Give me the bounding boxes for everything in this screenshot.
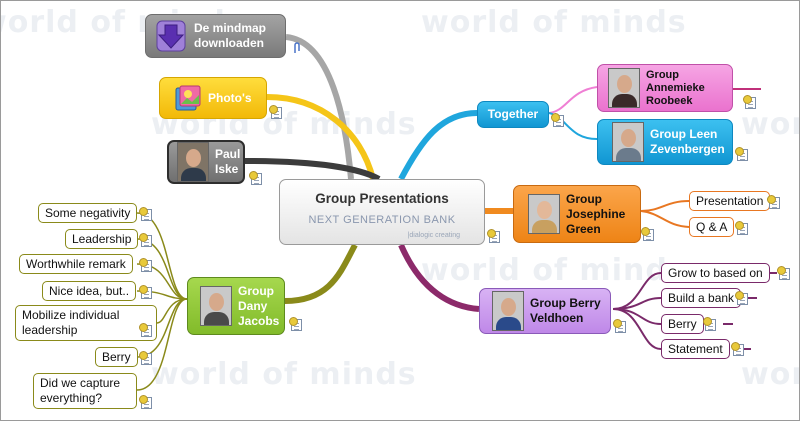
note-icon[interactable]	[743, 95, 756, 109]
photos-label: Photo's	[208, 90, 252, 105]
note-icon[interactable]	[703, 317, 716, 331]
together-label: Together	[487, 107, 539, 121]
avatar	[608, 68, 640, 108]
berry-leaf[interactable]: Build a bank	[661, 288, 742, 308]
leen-label: Group Leen Zevenbergen	[650, 127, 725, 156]
note-icon[interactable]	[249, 171, 262, 185]
berry-leaf[interactable]: Berry	[661, 314, 704, 334]
leen-node[interactable]: Group Leen Zevenbergen	[597, 119, 733, 165]
watermark: world of minds	[151, 357, 417, 392]
josephine-node[interactable]: Group Josephine Green	[513, 185, 641, 243]
note-icon[interactable]	[269, 105, 282, 119]
branch-paul	[244, 158, 381, 182]
dany-leaf[interactable]: Berry	[95, 347, 138, 367]
photos-node[interactable]: Photo's	[159, 77, 267, 119]
watermark: world of minds	[741, 107, 799, 142]
note-icon[interactable]	[139, 323, 152, 337]
branch-dany	[284, 243, 358, 304]
central-title: Group Presentations	[315, 191, 449, 206]
annemieke-label: Group Annemieke Roobeek	[646, 68, 705, 107]
download-mindmap-node[interactable]: De mindmap downloaden	[145, 14, 286, 58]
dany-label: Group Dany Jacobs	[238, 283, 280, 328]
josephine-leaf[interactable]: Presentation	[689, 191, 771, 211]
note-icon[interactable]	[767, 195, 780, 209]
avatar	[200, 286, 232, 326]
logo-text: NEXT GENERATION BANK	[308, 214, 456, 226]
photo-album-icon	[175, 85, 201, 111]
note-icon[interactable]	[289, 317, 302, 331]
branch-download	[285, 34, 354, 180]
download-arrow-icon	[156, 20, 186, 52]
note-icon[interactable]	[735, 147, 748, 161]
branch-berry	[398, 243, 480, 312]
paul-iske-node[interactable]: Paul Iske	[167, 140, 245, 184]
note-icon[interactable]	[139, 351, 152, 365]
note-icon[interactable]	[551, 113, 564, 127]
note-icon[interactable]	[139, 285, 152, 299]
berry-label: Group Berry Veldhoen	[530, 296, 601, 325]
dany-leaf[interactable]: Some negativity	[38, 203, 138, 223]
note-icon[interactable]	[139, 233, 152, 247]
watermark: world of minds	[421, 253, 687, 288]
avatar	[492, 291, 524, 331]
note-icon[interactable]	[487, 229, 500, 243]
annemieke-node[interactable]: Group Annemieke Roobeek	[597, 64, 733, 112]
watermark: world of minds	[741, 357, 799, 392]
note-icon[interactable]	[139, 395, 152, 409]
avatar	[612, 122, 644, 162]
branch-photos	[266, 94, 376, 180]
paperclip-icon[interactable]	[293, 41, 301, 55]
note-icon[interactable]	[731, 342, 744, 356]
josephine-label: Group Josephine Green	[566, 191, 626, 236]
dany-leaf[interactable]: Worthwhile remark	[19, 254, 133, 274]
note-icon[interactable]	[777, 266, 790, 280]
branch-together	[398, 110, 478, 181]
berry-leaf[interactable]: Statement	[661, 339, 730, 359]
dany-leaf[interactable]: Mobilize individual leadership	[15, 305, 157, 341]
berry-node[interactable]: Group Berry Veldhoen	[479, 288, 611, 334]
dany-leaf[interactable]: Leadership	[65, 229, 139, 249]
logo-tagline: |dialogic creating	[407, 232, 460, 239]
dany-node[interactable]: Group Dany Jacobs	[187, 277, 285, 335]
note-icon[interactable]	[139, 207, 152, 221]
note-icon[interactable]	[613, 319, 626, 333]
avatar	[528, 194, 560, 234]
note-icon[interactable]	[641, 227, 654, 241]
central-topic[interactable]: Group Presentations NEXT GENERATION BANK…	[279, 179, 485, 245]
paul-label: Paul Iske	[215, 147, 241, 176]
avatar	[177, 142, 209, 182]
download-label: De mindmap downloaden	[194, 21, 267, 50]
note-icon[interactable]	[139, 258, 152, 272]
watermark: world of minds	[421, 5, 687, 40]
note-icon[interactable]	[735, 291, 748, 305]
dany-leaf[interactable]: Nice idea, but..	[42, 281, 137, 301]
note-icon[interactable]	[735, 221, 748, 235]
together-node[interactable]: Together	[477, 101, 549, 128]
josephine-leaf[interactable]: Q & A	[689, 217, 735, 237]
berry-leaf[interactable]: Grow to based on	[661, 263, 770, 283]
dany-leaf[interactable]: Did we capture everything?	[33, 373, 137, 409]
